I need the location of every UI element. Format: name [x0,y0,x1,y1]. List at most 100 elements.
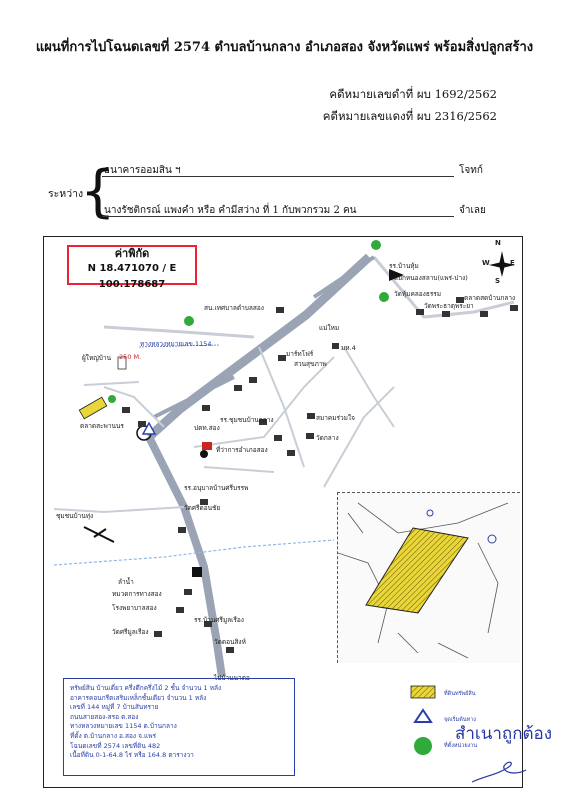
compass-e: E [510,259,515,267]
plaintiff-role: โจทก์ [459,165,483,176]
subject-plot [365,527,469,614]
map-label: รร.บ้านหุ้ม [389,262,419,270]
info-line: ทรัพย์สิน บ้านเดี่ยว ครึ่งตึกครึ่งไม้ 2 … [70,684,222,692]
compass-n: N [495,239,501,247]
map-label: มาร์ทโฟร์ [286,350,314,358]
legend-land-label: ที่ดินทรัพย์สิน [444,691,476,697]
inset-map [337,492,520,663]
brace-symbol: { [80,159,116,224]
north-road [312,255,376,299]
landmark-circle [371,240,381,250]
map-label: วัดดอนสิงห์ [214,638,246,646]
side-road [343,346,395,428]
map-label: ทางหลวงหมายเลข 1154 [140,340,212,348]
legend-route-icon [413,708,433,723]
map-label: ตลาดสดบ้านกลาง [464,294,516,302]
map-label: ตลาดสะพานนร [80,422,124,430]
coordinate-title: ค่าพิกัด [114,247,150,260]
legend-symbols [410,685,436,755]
info-line: ที่ตั้ง ต.บ้านกลาง อ.สอง จ.แพร่ [70,731,156,740]
inset-graphics [337,502,509,659]
plot-marker-main [78,396,108,420]
red-case-number: คดีหมายเลขแดงที่ ผบ 2316/2562 [322,109,497,123]
building-outline [117,356,127,370]
document-title: แผนที่การไปโฉนดเลขที่ 2574 ตำบลบ้านกลาง … [35,40,534,55]
start-point-icon [141,421,157,435]
coordinate-value: N 18.471070 / E 100.178687 [87,263,177,290]
inset-boundary [347,512,469,659]
map-label: ลำน้ำ [118,578,134,586]
map-label: รร.ชุมชนบ้านกลาง [220,416,274,424]
legend-plot-swatch [410,685,436,699]
map-label: วัดพระธาตุพระยา [424,302,474,310]
signature [471,761,527,783]
inset-boundary [337,552,389,644]
compass-s: S [495,277,501,285]
highway-label-guide [138,344,220,348]
side-road [258,346,305,468]
info-line: ทางหลวงหมายเลข 1154 ต.บ้านกลาง [70,722,177,731]
landmark-circle [379,292,389,302]
inset-marker [426,509,434,517]
between-label: ระหว่าง [48,188,84,200]
map-label: ชุมชนบ้านทุ่ง [56,512,94,520]
highway-south [145,435,226,678]
defendant-line [102,216,454,217]
legend-landmark-icon [414,737,432,755]
map-label: มห.4 [341,344,356,352]
map-label: สมาคมร่วมใจ [316,414,355,422]
defendant-name: นางรัชติกรณ์ แพงคำ หรือ คำมีสว่าง ที่ 1 … [104,205,357,216]
map-label: ผู้ใหญ่บ้าน [82,354,112,362]
landmark-dot [200,450,208,458]
legend-landmark-label: ที่ตั้งหน่วยงาน [444,743,478,749]
hospital-icon [202,442,212,450]
compass-icon [489,251,515,277]
inset-boundary [477,542,499,634]
arrow-icon [389,269,404,281]
map-label: วัดศรีมูลเรือง [112,628,149,636]
map-label: วัดกลาง [316,434,339,442]
map-label: รร.อนุบาลบ้านศรีบรรพ [184,484,249,492]
plaintiff-name: ธนาคารออมสิน ฯ [104,165,181,176]
map-label: ที่ว่าการอำเภอสอง [216,446,268,454]
distance-label: 250 M. [119,353,142,361]
rail-cross [93,528,107,538]
map-label: สวนสุขภาพ [294,360,327,368]
inset-marker [487,534,497,544]
side-road [103,386,165,428]
secondary-road [153,375,235,419]
certified-copy-stamp: สำเนาถูกต้อง [455,724,553,744]
map-label: แยกหนองสลาบ(แพร่-ปาง) [394,274,468,282]
landmark-circle [108,395,116,403]
side-road [203,466,275,473]
map-graphics [53,240,518,678]
building-solid [192,567,202,577]
map-label: หมวดการทางสอง [112,590,162,598]
info-line: เนื้อที่ดิน 0-1-64.8 ไร่ หรือ 164.8 ตารา… [70,751,194,760]
side-road [323,386,395,488]
legend-route-label: จุดเริ่มต้นทาง [444,717,476,723]
inset-boundary [357,502,509,534]
river [53,539,335,566]
coordinate-box: ค่าพิกัด N 18.471070 / E 100.178687 [67,245,197,290]
info-line: โฉนดเลขที่ 2574 เลขที่ดิน 482 [70,741,161,750]
map-label: สน.เทศบาลตำบลสอง [204,304,264,312]
main-highway [145,253,373,441]
building-icons [122,297,518,653]
info-line: อาคารคอนกรีตเสริมเหล็กชั้นเดียว จำนวน 1 … [70,693,207,702]
map-label: แม่ใหม [319,324,340,332]
info-line: ถนนสายสอง-สรอ ต.สอง [70,712,139,721]
plaintiff-line [102,176,454,177]
info-line: เลขที่ 144 หมู่ที่ 7 บ้านสันทราย [70,703,159,712]
defendant-role: จำเลย [459,205,486,216]
map-label: รร.บ้านศรีมูลเรือง [194,616,244,624]
secondary-road [103,325,255,339]
west-road [53,506,185,514]
side-road [83,381,140,386]
landmark-circle [184,316,194,326]
map-label: โรงพยาบาลสอง [112,604,157,612]
compass-w: W [482,259,490,267]
property-info-box: ทรัพย์สิน บ้านเดี่ยว ครึ่งตึกครึ่งไม้ 2 … [63,678,295,776]
map-label: ปตท.สอง [194,424,220,432]
side-road [193,356,335,448]
